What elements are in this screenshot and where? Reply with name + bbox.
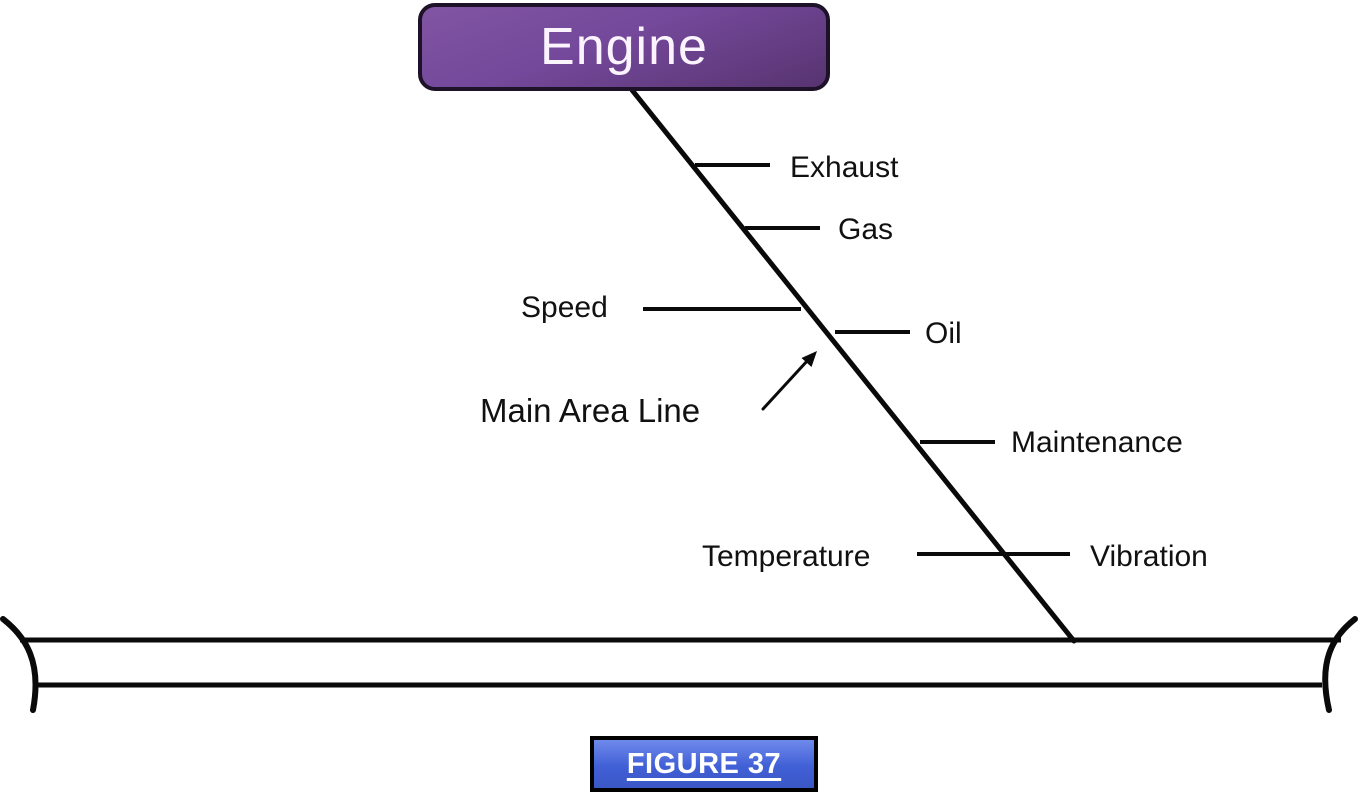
annotation-arrow-shaft xyxy=(761,358,810,411)
main-area-line-annotation: Main Area Line xyxy=(480,392,701,430)
branch-label-temperature: Temperature xyxy=(702,539,871,573)
figure-caption-button[interactable]: FIGURE 37 xyxy=(590,736,818,792)
annotation-arrowhead-icon xyxy=(801,351,817,367)
main-area-line xyxy=(629,87,1077,644)
engine-node-label: Engine xyxy=(540,18,708,76)
figure-caption-label: FIGURE 37 xyxy=(626,747,782,780)
branch-label-speed: Speed xyxy=(521,290,608,324)
engine-node: Engine xyxy=(418,3,830,91)
branch-label-gas: Gas xyxy=(838,212,894,246)
branch-label-oil: Oil xyxy=(925,316,962,350)
spine-left-curve xyxy=(0,616,39,713)
branch-label-maintenance: Maintenance xyxy=(1011,425,1183,459)
branch-label-vibration: Vibration xyxy=(1090,539,1208,573)
branch-label-exhaust: Exhaust xyxy=(790,150,899,184)
spine-right-curve xyxy=(1322,616,1358,713)
